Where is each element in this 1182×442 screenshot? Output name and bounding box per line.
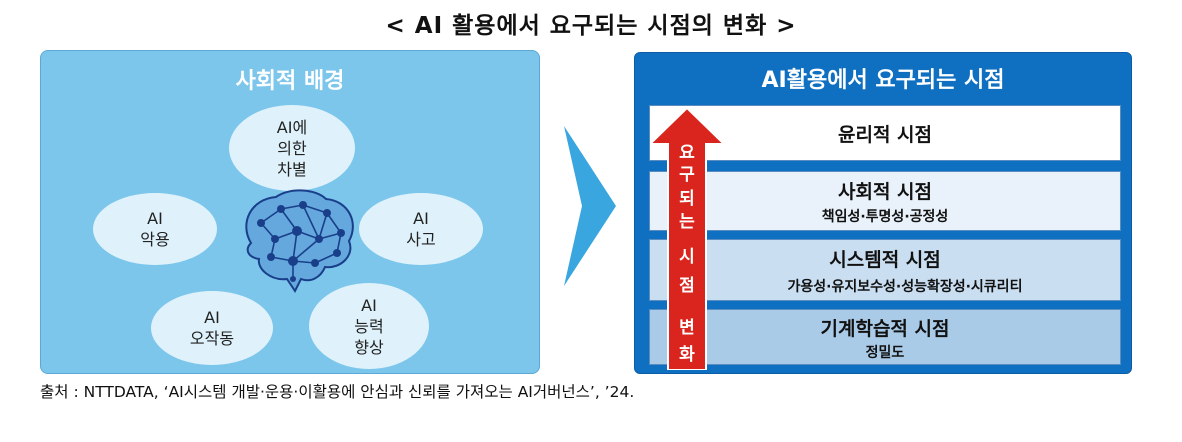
- arrow-char: 구: [672, 160, 702, 185]
- bubble-text: AI: [147, 208, 163, 229]
- bubble-ai-capability: AI 능력 향상: [309, 283, 429, 369]
- bubble-text: 능력: [354, 316, 383, 337]
- bubble-text: 의한: [277, 138, 306, 159]
- bubble-text: 사고: [406, 229, 435, 250]
- page-title: < AI 활용에서 요구되는 시점의 변화 >: [0, 6, 1182, 40]
- social-background-title: 사회적 배경: [41, 63, 539, 95]
- brain-network-icon: [231, 183, 361, 293]
- arrow-char: 는: [672, 207, 702, 232]
- arrow-char: 되: [672, 184, 702, 209]
- arrow-char: 시: [672, 242, 702, 267]
- bubble-text: AI에: [277, 117, 307, 138]
- social-background-panel: 사회적 배경 AI에 의한 차별 AI 악용 AI 사고 AI 오작동 AI 능…: [40, 50, 540, 374]
- bubble-ai-misuse: AI 악용: [93, 193, 217, 265]
- bubble-text: 차별: [277, 159, 306, 180]
- bubble-ai-discrimination: AI에 의한 차별: [229, 105, 355, 191]
- bubble-text: AI: [413, 208, 429, 229]
- arrow-char: 점: [672, 271, 702, 296]
- transition-arrow-icon: [564, 126, 616, 286]
- arrow-char: 화: [672, 340, 702, 365]
- bubble-text: 악용: [140, 229, 169, 250]
- bubble-text: AI: [204, 307, 220, 328]
- bubble-ai-accident: AI 사고: [359, 193, 483, 265]
- bubble-text: 오작동: [190, 328, 234, 349]
- arrow-char: 변: [672, 313, 702, 338]
- source-citation: 출처 : NTTDATA, ‘AI시스템 개발·운용·이활용에 안심과 신뢰를 …: [40, 380, 634, 402]
- bubble-text: 향상: [354, 337, 383, 358]
- required-perspective-title: AI활용에서 요구되는 시점: [635, 62, 1131, 94]
- bubble-text: AI: [361, 295, 377, 316]
- bubble-ai-malfunction: AI 오작동: [151, 291, 273, 365]
